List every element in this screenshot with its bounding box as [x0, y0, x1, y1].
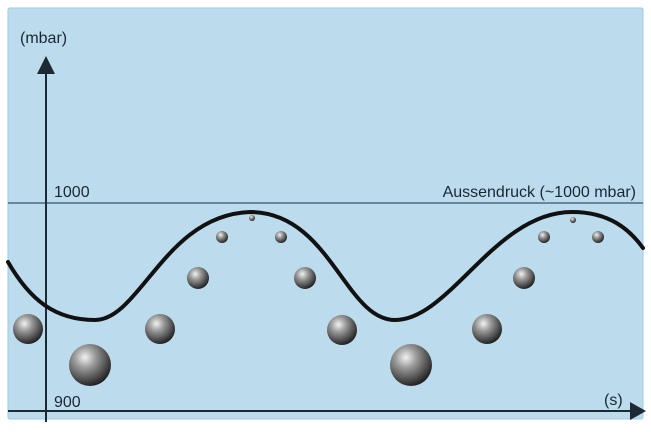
bubble [538, 231, 550, 243]
bubble [294, 267, 316, 289]
bubble [13, 314, 43, 344]
bubble-group [13, 215, 604, 386]
bubble [327, 315, 357, 345]
bubble [513, 267, 535, 289]
bubble [187, 267, 209, 289]
reference-line-label: Aussendruck (~1000 mbar) [443, 184, 636, 201]
y-axis-arrow [37, 56, 55, 74]
bubble [69, 344, 111, 386]
bubble [570, 217, 576, 223]
bubble [249, 215, 255, 221]
bubble [145, 314, 175, 344]
bubble [472, 314, 502, 344]
bubble [216, 231, 228, 243]
x-axis-unit-label: (s) [604, 392, 623, 409]
tick-label-900: 900 [54, 394, 81, 411]
bubble [390, 344, 432, 386]
bubble [275, 231, 287, 243]
bubble [592, 231, 604, 243]
x-axis-arrow [630, 402, 646, 420]
pressure-curve [6, 209, 645, 323]
y-axis-unit-label: (mbar) [20, 30, 67, 47]
tick-label-1000: 1000 [54, 184, 90, 201]
